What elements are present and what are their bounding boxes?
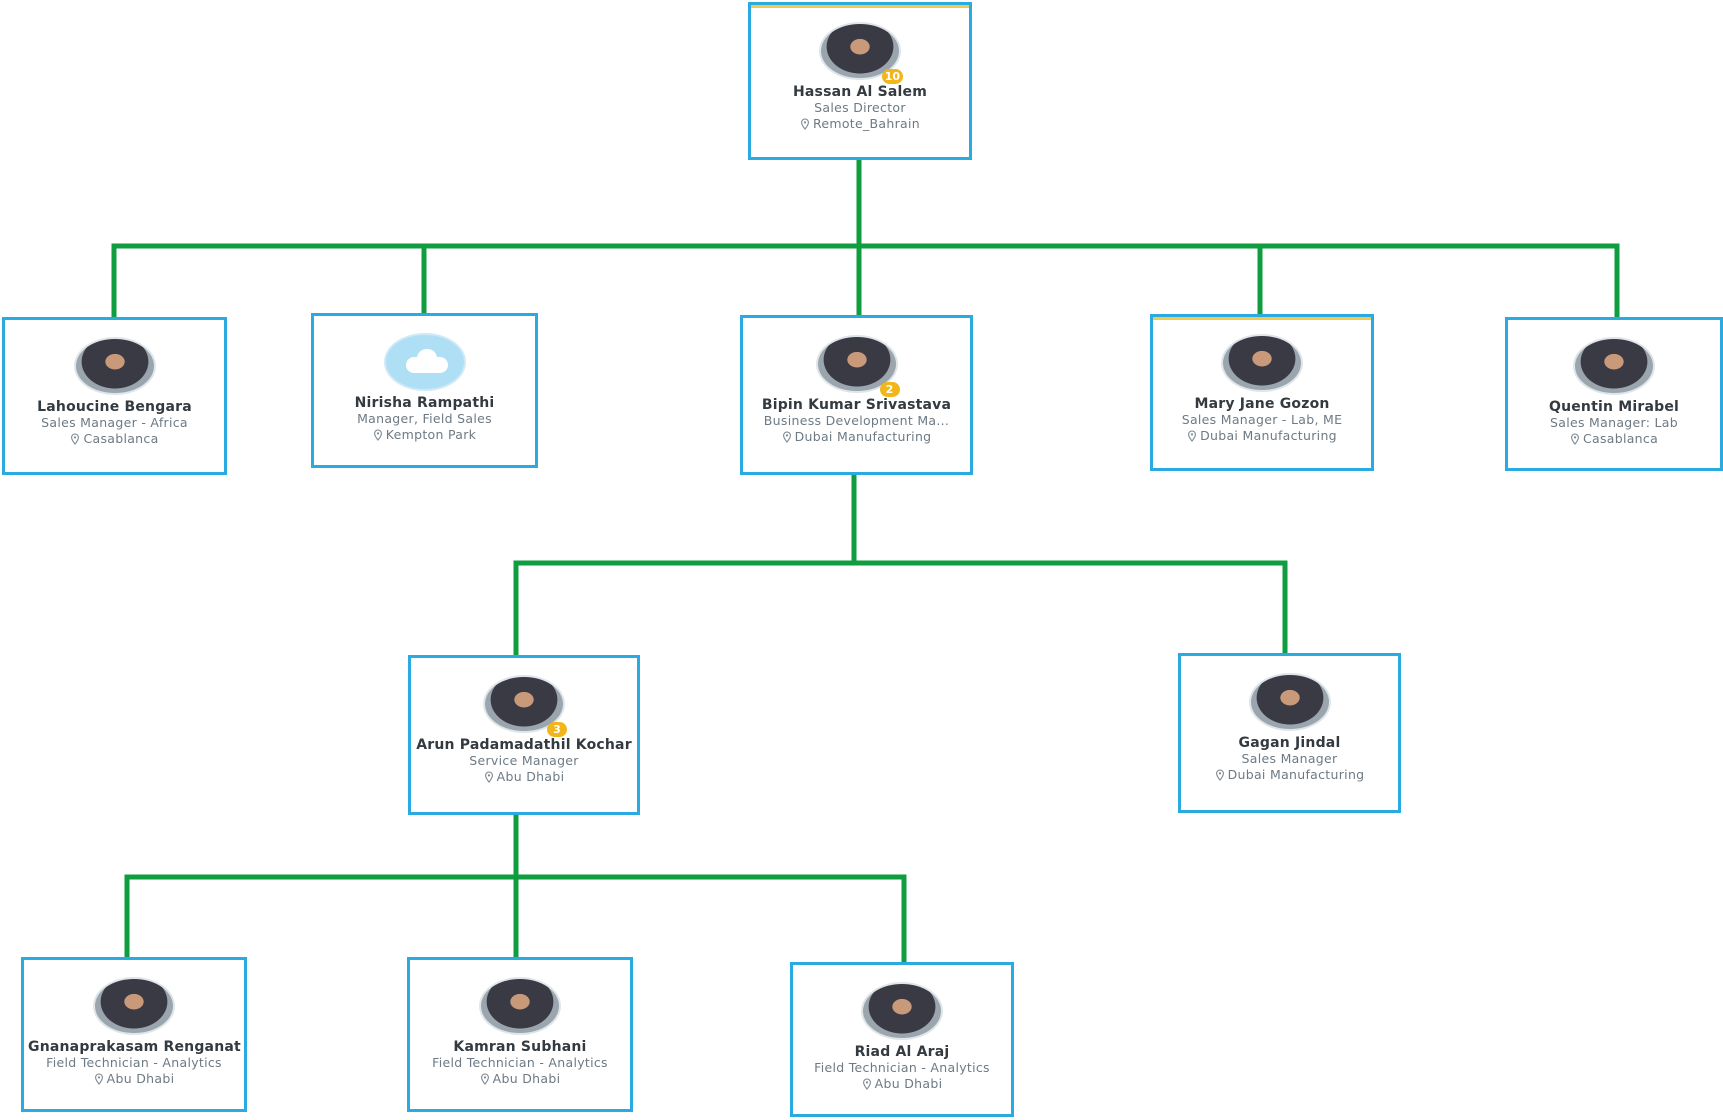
job-title: Field Technician - Analytics [46, 1055, 222, 1070]
location: Dubai Manufacturing [1181, 767, 1398, 783]
job-title: Sales Director [814, 100, 906, 115]
org-card-lahoucine[interactable]: Lahoucine Bengara Sales Manager - Africa… [2, 317, 227, 475]
profile-photo [93, 977, 175, 1035]
location-pin-icon [782, 431, 791, 443]
avatar [1248, 673, 1331, 731]
org-card-mary[interactable]: Mary Jane Gozon Sales Manager - Lab, ME … [1150, 314, 1374, 471]
org-card-nirisha[interactable]: Nirisha Rampathi Manager, Field Sales Ke… [311, 313, 538, 468]
avatar [1573, 337, 1655, 395]
employee-name: Hassan Al Salem [792, 84, 928, 100]
avatar: 2 [815, 335, 900, 397]
employee-name: Kamran Subhani [453, 1039, 587, 1055]
avatar: 3 [483, 675, 567, 737]
avatar [383, 333, 466, 391]
location-pin-icon [373, 429, 382, 441]
employee-name: Nirisha Rampathi [354, 395, 495, 411]
job-title: Field Technician - Analytics [814, 1060, 990, 1075]
direct-reports-badge: 10 [881, 69, 903, 84]
location: Abu Dhabi [793, 1076, 1011, 1092]
location-text: Abu Dhabi [106, 1071, 175, 1086]
org-card-riad[interactable]: Riad Al Araj Field Technician - Analytic… [790, 962, 1014, 1117]
location: Remote_Bahrain [751, 116, 969, 132]
location: Abu Dhabi [411, 769, 637, 785]
cloud-placeholder-icon [383, 333, 466, 391]
job-title: Sales Manager - Lab, ME [1181, 412, 1343, 427]
avatar: 10 [819, 22, 903, 84]
location-pin-icon [94, 1073, 103, 1085]
direct-reports-badge: 2 [879, 382, 900, 397]
location-text: Abu Dhabi [874, 1076, 943, 1091]
org-card-arun[interactable]: 3 Arun Padamadathil Kochar Service Manag… [408, 655, 640, 815]
avatar [1221, 334, 1303, 392]
employee-name: Lahoucine Bengara [37, 399, 192, 415]
org-card-kamran[interactable]: Kamran Subhani Field Technician - Analyt… [407, 957, 633, 1112]
org-card-bipin[interactable]: 2 Bipin Kumar Srivastava Business Develo… [740, 315, 973, 475]
location: Casablanca [1508, 431, 1720, 447]
location-pin-icon [862, 1078, 871, 1090]
employee-name: Mary Jane Gozon [1194, 396, 1330, 412]
employee-name: Arun Padamadathil Kochar [416, 737, 632, 753]
location-pin-icon [801, 118, 809, 130]
job-title: Sales Manager: Lab [1550, 415, 1678, 430]
location-text: Dubai Manufacturing [1227, 767, 1365, 782]
location: Dubai Manufacturing [743, 429, 970, 445]
profile-photo [1221, 334, 1303, 392]
org-card-gnanaprakasam[interactable]: Gnanaprakasam Renganat Field Technician … [21, 957, 247, 1112]
location-pin-icon [484, 771, 493, 783]
org-card-gagan[interactable]: Gagan Jindal Sales Manager Dubai Manufac… [1178, 653, 1401, 813]
profile-photo [861, 982, 943, 1040]
job-title: Manager, Field Sales [357, 411, 492, 426]
location-text: Kempton Park [385, 427, 477, 442]
employee-name: Riad Al Araj [854, 1044, 950, 1060]
avatar [73, 337, 156, 395]
profile-photo [73, 337, 156, 395]
location-text: Remote_Bahrain [812, 116, 921, 131]
location-text: Casablanca [1582, 431, 1659, 446]
location: Abu Dhabi [410, 1071, 630, 1087]
job-title: Sales Manager - Africa [41, 415, 188, 430]
location-pin-icon [1571, 433, 1579, 445]
job-title: Sales Manager [1241, 751, 1338, 766]
location: Abu Dhabi [24, 1071, 244, 1087]
profile-photo [815, 335, 898, 393]
job-title: Business Development Ma... [763, 413, 950, 428]
profile-photo [1573, 337, 1655, 395]
location-text: Abu Dhabi [496, 769, 565, 784]
location-text: Dubai Manufacturing [1200, 428, 1337, 443]
location-text: Dubai Manufacturing [794, 429, 932, 444]
avatar [93, 977, 175, 1035]
avatar [861, 982, 943, 1040]
location: Dubai Manufacturing [1153, 428, 1371, 444]
employee-name: Quentin Mirabel [1548, 399, 1680, 415]
location-text: Casablanca [83, 431, 159, 446]
location-pin-icon [480, 1073, 489, 1085]
location-text: Abu Dhabi [492, 1071, 561, 1086]
location: Casablanca [5, 431, 224, 447]
job-title: Field Technician - Analytics [432, 1055, 608, 1070]
location-pin-icon [1215, 769, 1224, 781]
location-pin-icon [1188, 430, 1197, 442]
location-pin-icon [71, 433, 80, 445]
job-title: Service Manager [469, 753, 579, 768]
employee-name: Gagan Jindal [1238, 735, 1341, 751]
location: Kempton Park [314, 427, 535, 443]
avatar [479, 977, 561, 1035]
org-card-hassan[interactable]: 10 Hassan Al Salem Sales Director Remote… [748, 2, 972, 160]
profile-photo [479, 977, 561, 1035]
employee-name: Bipin Kumar Srivastava [761, 397, 952, 413]
org-card-quentin[interactable]: Quentin Mirabel Sales Manager: Lab Casab… [1505, 317, 1723, 471]
employee-name: Gnanaprakasam Renganat [28, 1039, 241, 1055]
direct-reports-badge: 3 [547, 722, 567, 737]
profile-photo [1248, 673, 1331, 731]
